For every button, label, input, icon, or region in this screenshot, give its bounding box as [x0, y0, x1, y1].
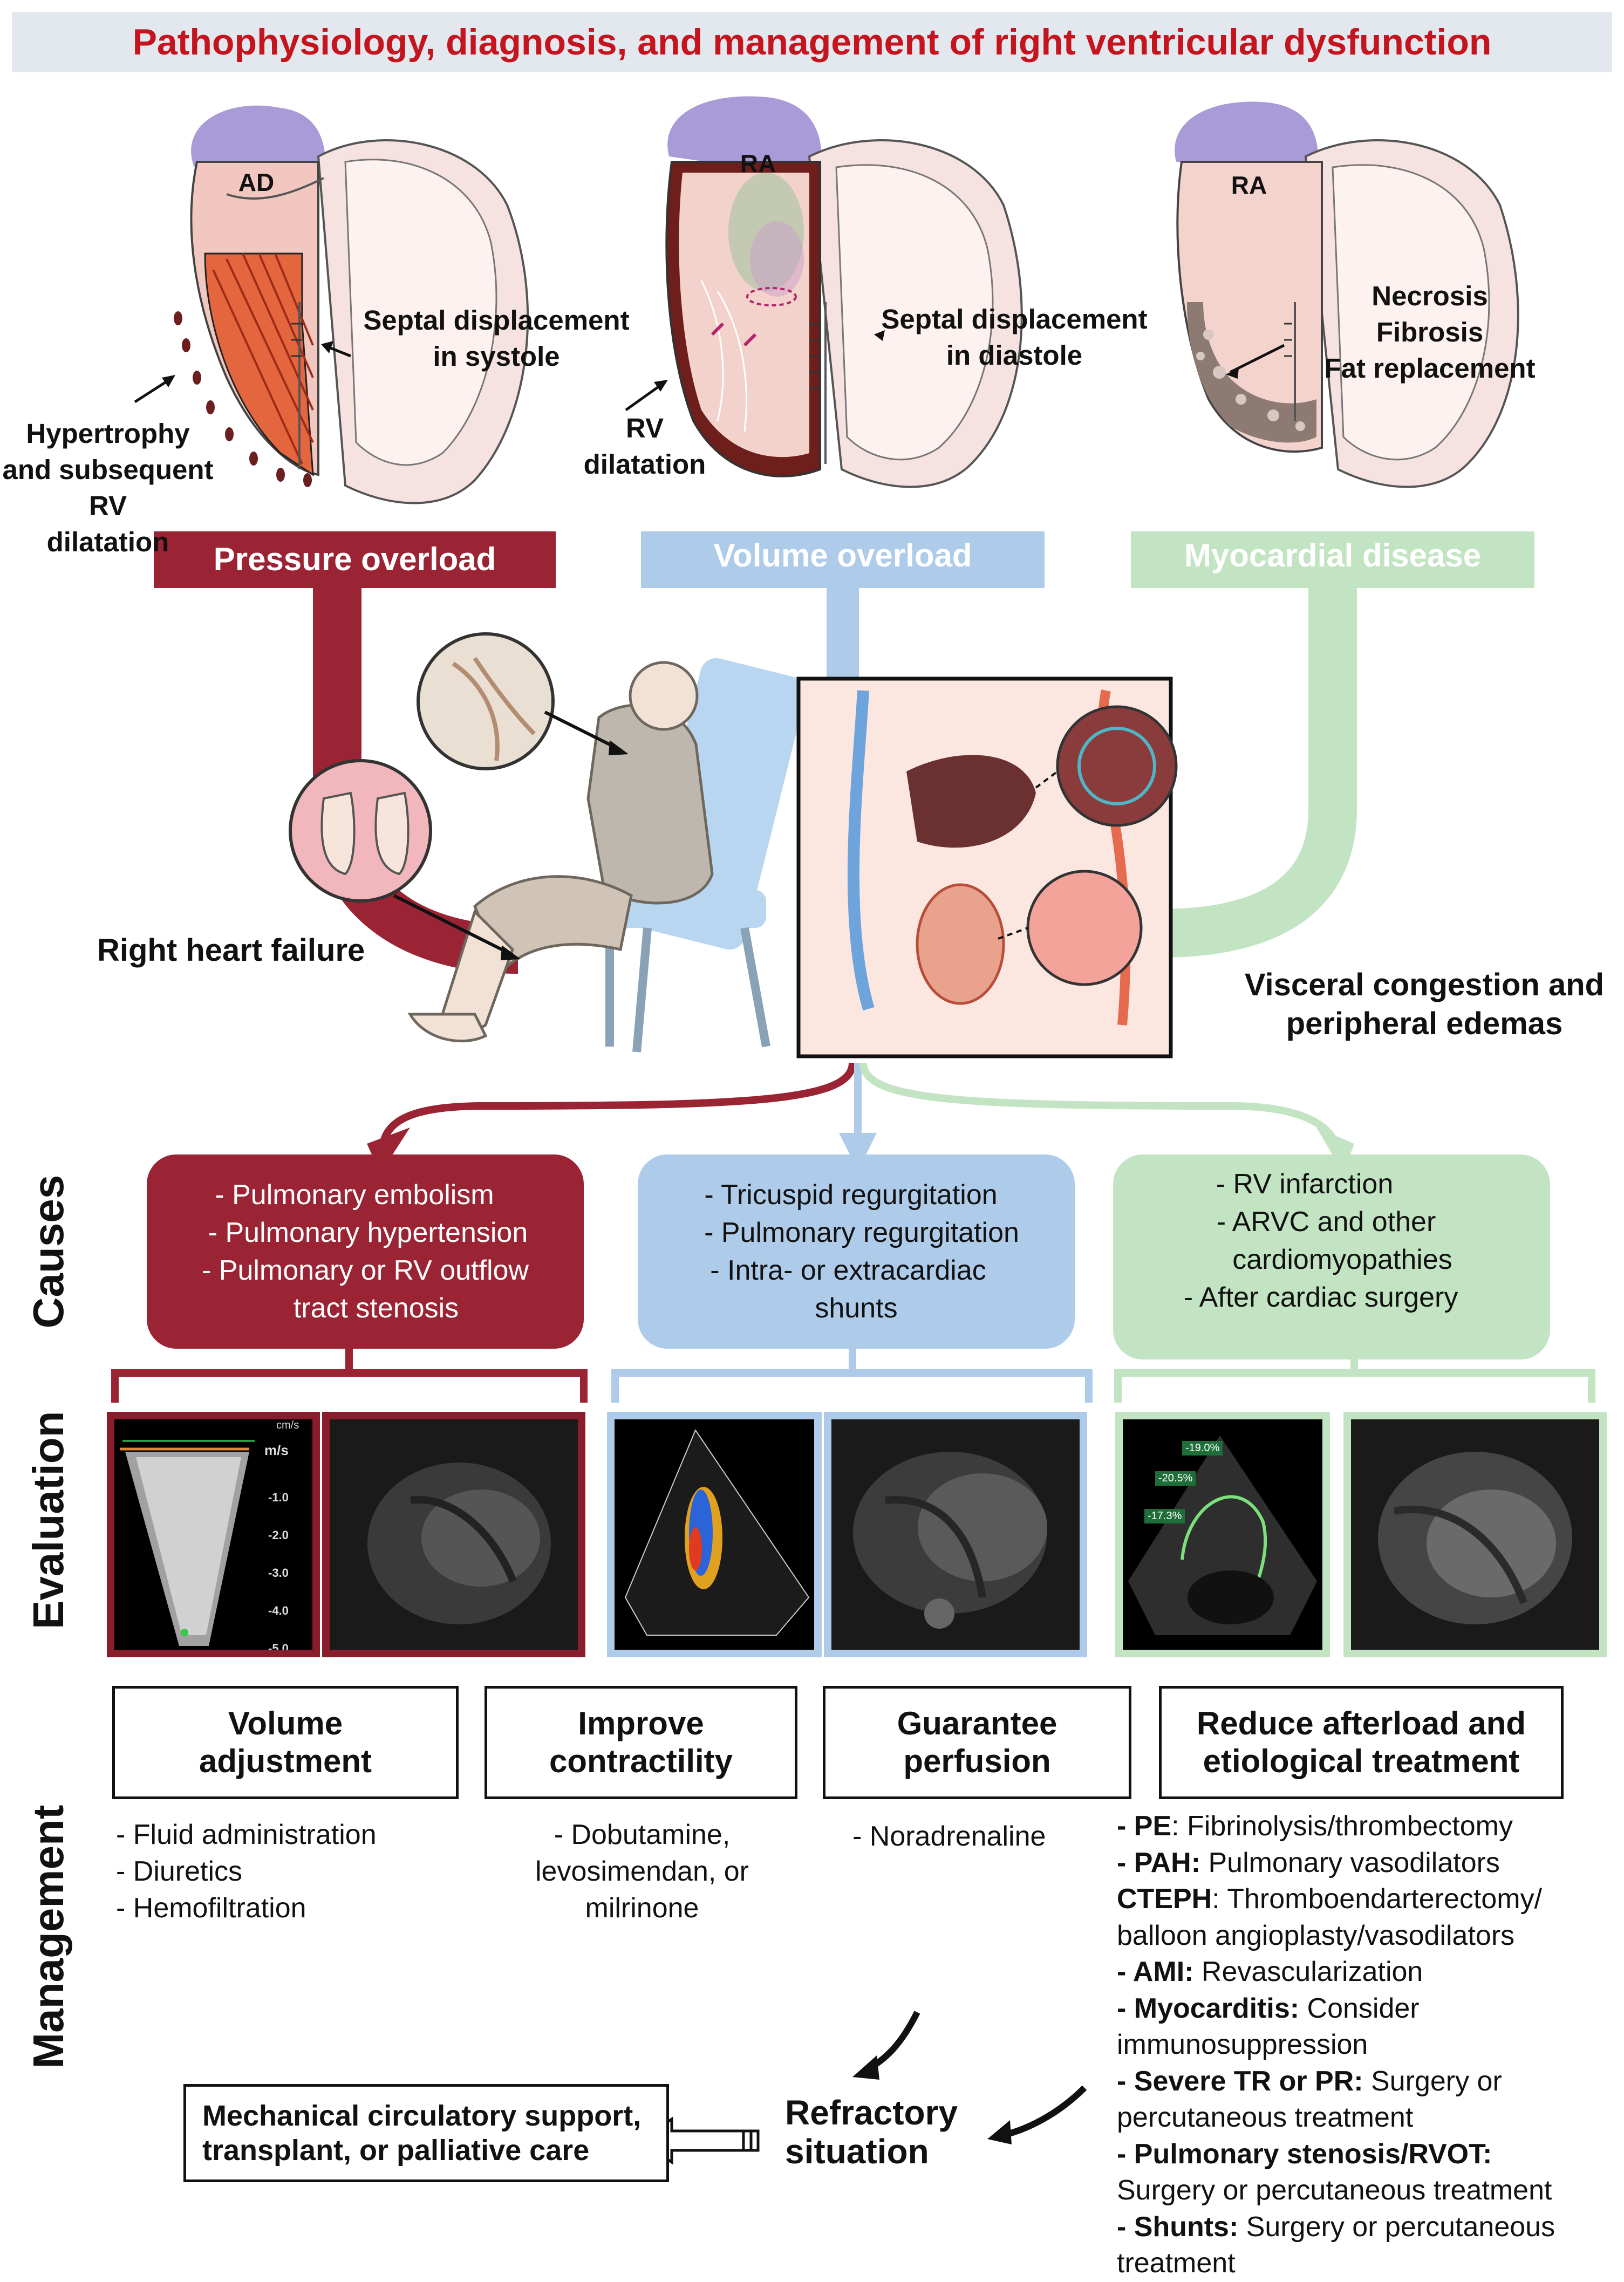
- heart2-chamber-label: RA: [740, 149, 776, 177]
- cmr-volume-image: [824, 1412, 1087, 1657]
- rv-dilatation-label: RV dilatation: [583, 413, 706, 480]
- volume-causes-box: - Tricuspid regurgitation - Pulmonary re…: [638, 1154, 1075, 1349]
- management-side-label: Management: [24, 1805, 72, 2069]
- echo-color-doppler-image: [607, 1412, 822, 1657]
- strain-value-1: -19.0%: [1182, 1441, 1223, 1456]
- doppler-tr-image: cm/s m/s -1.0 -2.0 -3.0 -4.0 -5.0: [107, 1412, 320, 1657]
- heart1-chamber-label: AD: [238, 168, 275, 196]
- cmr-pressure-image: [322, 1412, 585, 1657]
- pressure-overload-header: Pressure overload: [213, 541, 496, 577]
- causes-side-label: Causes: [24, 1174, 72, 1329]
- doppler-tick-labels: -1.0 -2.0 -3.0 -4.0 -5.0: [268, 1491, 289, 1655]
- myocardial-disease-header: Myocardial disease: [1184, 537, 1482, 573]
- patient-illustration: [407, 658, 806, 1053]
- myocardial-changes-label: Necrosis Fibrosis Fat replacement: [1324, 281, 1536, 384]
- evaluation-side-label: Evaluation: [24, 1411, 72, 1629]
- volume-adjustment-list: - Fluid administration - Diuretics - Hem…: [116, 1819, 377, 1924]
- cmr-myocardial-image: [1343, 1412, 1607, 1657]
- heart3-chamber-label: RA: [1231, 171, 1267, 199]
- refractory-situation-label: Refractory situation: [785, 2093, 958, 2171]
- doppler-unit-cms: cm/s: [276, 1419, 299, 1431]
- right-heart-failure-label: Right heart failure: [97, 933, 365, 968]
- heart-pressure-illustration: [134, 105, 529, 504]
- echo-strain-image: -19.0% -20.5% -17.3%: [1115, 1412, 1330, 1657]
- strain-value-3: -17.3%: [1144, 1509, 1185, 1523]
- feet-inset-illustration: [289, 759, 432, 903]
- guarantee-perfusion-list: - Noradrenaline: [852, 1821, 1046, 1852]
- strain-value-2: -20.5%: [1155, 1471, 1196, 1486]
- septal-diastole-label: Septal displacement in diastole: [881, 304, 1148, 371]
- page-title: Pathophysiology, diagnosis, and manageme…: [132, 22, 1492, 63]
- pressure-causes-box: - Pulmonary embolism - Pulmonary hyperte…: [147, 1154, 584, 1349]
- etiological-treatment-list: - PE: Fibrinolysis/thrombectomy - PAH: P…: [1117, 1810, 1555, 2279]
- volume-overload-header: Volume overload: [713, 537, 972, 573]
- heart-myocardial-illustration: [1175, 101, 1519, 488]
- heart-volume-illustration: [625, 96, 1023, 488]
- visceral-congestion-label: Visceral congestion and peripheral edema…: [1244, 967, 1605, 1041]
- title-bar: [12, 12, 1612, 72]
- mechanical-support-box: Mechanical circulatory support,transplan…: [183, 2084, 669, 2182]
- myocardial-causes-box: - RV infarction - ARVC and other cardiom…: [1113, 1154, 1550, 1359]
- septal-systole-label: Septal displacement in systole: [363, 305, 630, 372]
- hypertrophy-label: Hypertrophy and subsequent RV dilatation: [2, 418, 214, 557]
- doppler-unit-ms: m/s: [264, 1442, 289, 1458]
- improve-contractility-list: - Dobutamine, levosimendan, or milrinone: [535, 1819, 749, 1924]
